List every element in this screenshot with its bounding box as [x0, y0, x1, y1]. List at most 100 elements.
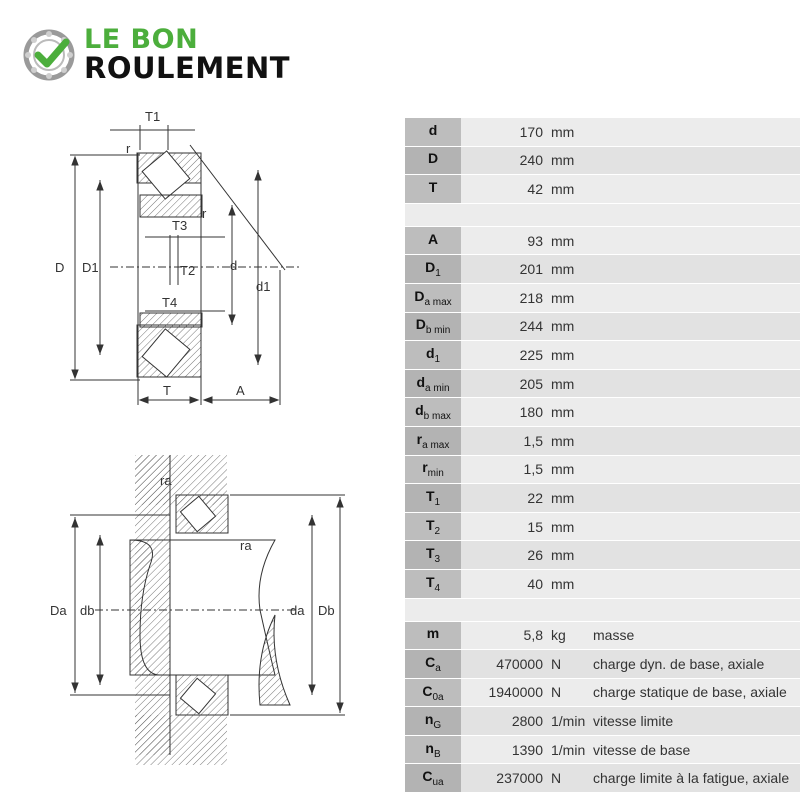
spec-unit: mm [547, 569, 589, 599]
spec-description [589, 118, 800, 147]
spec-unit: mm [547, 455, 589, 485]
spec-symbol: T2 [405, 512, 461, 542]
spec-unit: 1/min [547, 735, 589, 765]
spec-symbol: d [405, 118, 461, 147]
spec-symbol: nG [405, 707, 461, 736]
spec-symbol: rmin [405, 455, 461, 485]
spec-value: 1940000 [461, 678, 547, 708]
spec-value: 26 [461, 541, 547, 570]
spec-value: 1,5 [461, 426, 547, 456]
spec-description [589, 226, 800, 256]
spec-value: 40 [461, 569, 547, 599]
bearing-drawing: D D1 T A T1 r r [50, 109, 345, 765]
spec-unit: mm [547, 146, 589, 176]
spec-value: 180 [461, 398, 547, 427]
spec-value: 5,8 [461, 621, 547, 651]
spec-description [589, 341, 800, 370]
spec-unit: mm [547, 541, 589, 570]
label-T1: T1 [145, 109, 160, 124]
spec-unit: mm [547, 426, 589, 456]
spec-value: 15 [461, 512, 547, 542]
spec-description: charge limite à la fatigue, axiale [589, 764, 800, 794]
spec-description [589, 426, 800, 456]
spec-symbol: m [405, 621, 461, 651]
spec-value: 1390 [461, 735, 547, 765]
label-r2: r [202, 206, 207, 221]
spec-group-gap [405, 203, 800, 227]
spec-description [589, 541, 800, 570]
spec-description [589, 484, 800, 513]
spec-description [589, 512, 800, 542]
spec-symbol: T1 [405, 484, 461, 513]
spec-symbol: T [405, 175, 461, 204]
brand-line2: ROULEMENT [84, 51, 291, 85]
spec-symbol: C0a [405, 678, 461, 708]
spec-description [589, 369, 800, 399]
bearing-section-view: D D1 T A T1 r r [55, 109, 300, 405]
label-ra1: ra [160, 473, 172, 488]
spec-symbol: Ca [405, 650, 461, 679]
spec-unit: kg [547, 621, 589, 651]
label-r: r [126, 141, 131, 156]
spec-description [589, 569, 800, 599]
spec-description [589, 146, 800, 176]
label-T2: T2 [180, 263, 195, 278]
spec-value: 225 [461, 341, 547, 370]
label-d: d [230, 258, 237, 273]
spec-description: vitesse de base [589, 735, 800, 765]
label-T: T [163, 383, 171, 398]
label-d1: d1 [256, 279, 270, 294]
spec-value: 93 [461, 226, 547, 256]
spec-unit: N [547, 650, 589, 679]
spec-unit: mm [547, 118, 589, 147]
spec-symbol: d1 [405, 341, 461, 370]
check-bearing-icon [23, 29, 75, 81]
label-D1: D1 [82, 260, 99, 275]
spec-description [589, 175, 800, 204]
spec-symbol: Da max [405, 283, 461, 313]
label-A: A [236, 383, 245, 398]
spec-group-gap [405, 598, 800, 622]
spec-value: 244 [461, 312, 547, 342]
spec-unit: mm [547, 312, 589, 342]
spec-symbol: da min [405, 369, 461, 399]
spec-value: 2800 [461, 707, 547, 736]
spec-unit: mm [547, 512, 589, 542]
spec-value: 201 [461, 255, 547, 284]
spec-symbol: ra max [405, 426, 461, 456]
label-da: da [290, 603, 305, 618]
label-ra2: ra [240, 538, 252, 553]
spec-unit: mm [547, 175, 589, 204]
label-T4: T4 [162, 295, 177, 310]
spec-value: 470000 [461, 650, 547, 679]
spec-unit: 1/min [547, 707, 589, 736]
label-T3: T3 [172, 218, 187, 233]
brand-line1: LE BON [84, 24, 199, 55]
spec-symbol: Db min [405, 312, 461, 342]
spec-symbol: db max [405, 398, 461, 427]
spec-description [589, 398, 800, 427]
spec-description [589, 283, 800, 313]
label-Db: Db [318, 603, 335, 618]
spec-value: 22 [461, 484, 547, 513]
spec-description [589, 255, 800, 284]
spec-value: 205 [461, 369, 547, 399]
spec-description [589, 312, 800, 342]
label-D: D [55, 260, 64, 275]
spec-symbol: nB [405, 735, 461, 765]
